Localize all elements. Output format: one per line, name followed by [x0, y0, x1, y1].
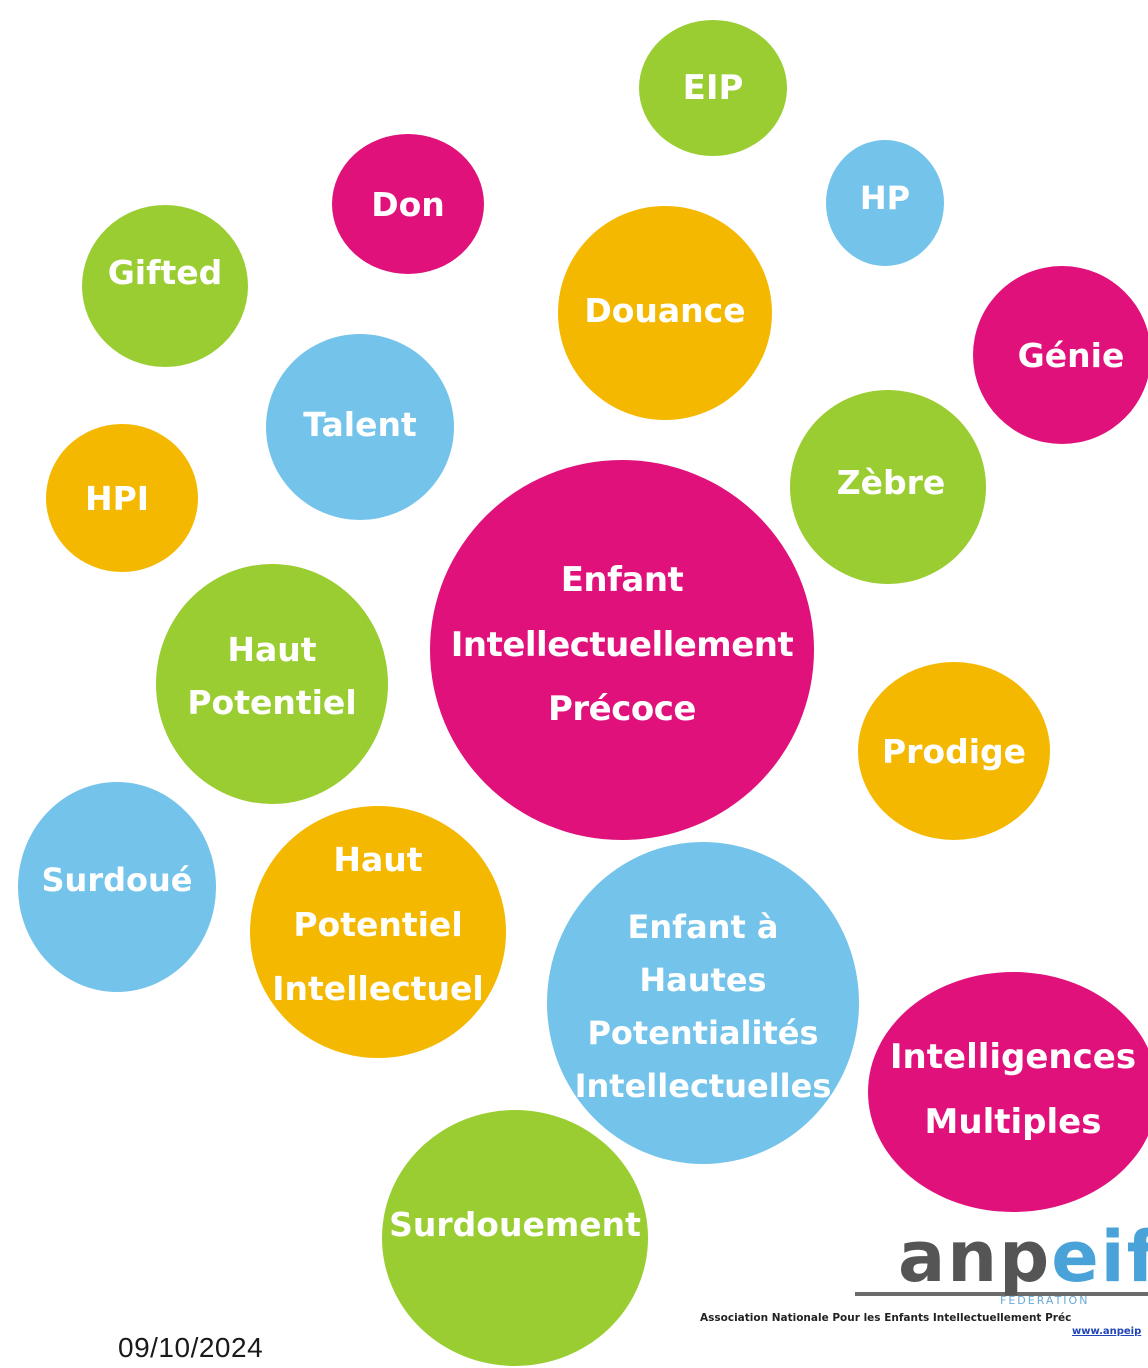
bubble-label: Talent — [303, 404, 417, 444]
bubble-talent: Talent — [266, 334, 454, 520]
bubble-haut-potentiel: Haut Potentiel — [156, 564, 388, 804]
bubble-haut-potentiel-intellectuel: Haut Potentiel Intellectuel — [250, 806, 506, 1058]
bubble-gifted: Gifted — [82, 205, 248, 367]
bubble-label: HPI — [84, 478, 150, 518]
logo-wordmark: anpeif — [898, 1222, 1148, 1292]
bubble-prodige: Prodige — [858, 662, 1050, 840]
bubble-label: Surdouement — [389, 1204, 641, 1244]
bubble-hpi: HPI — [46, 424, 198, 572]
bubble-don: Don — [332, 134, 484, 274]
bubble-eip: EIP — [639, 20, 787, 156]
logo-tagline: Association Nationale Pour les Enfants I… — [700, 1312, 1072, 1324]
bubble-label: Enfant Intellectuellement Précoce — [450, 560, 794, 730]
bubble-label: Enfant à Hautes Potentialités Intellectu… — [574, 907, 832, 1106]
logo-divider — [855, 1292, 1148, 1296]
bubble-label: Intelligences Multiples — [889, 1037, 1137, 1142]
bubble-zebre: Zèbre — [790, 390, 986, 584]
bubble-label: Haut Potentiel — [187, 630, 357, 722]
anpeip-logo: anpeif FEDERATION Association Nationale … — [700, 1222, 1148, 1340]
logo-word-part2: eif — [1051, 1216, 1148, 1298]
bubble-genie: Génie — [973, 266, 1148, 444]
bubble-label: Don — [371, 184, 445, 224]
bubble-intelligences-multiples: Intelligences Multiples — [868, 972, 1148, 1212]
bubble-hp: HP — [826, 140, 944, 266]
bubble-douance: Douance — [558, 206, 772, 420]
bubble-enfant-intellectuellement-precoce: Enfant Intellectuellement Précoce — [430, 460, 814, 840]
bubble-label: Haut Potentiel Intellectuel — [272, 840, 484, 1009]
bubble-label: Gifted — [107, 252, 223, 292]
logo-subtitle: FEDERATION — [1000, 1294, 1090, 1307]
bubble-label: Zèbre — [836, 462, 946, 502]
footer-date: 09/10/2024 — [118, 1332, 264, 1363]
bubble-label: Génie — [1017, 335, 1125, 375]
bubble-label: Prodige — [881, 731, 1027, 771]
bubble-label: Surdoué — [41, 861, 193, 899]
bubble-enfant-hautes-potentialites: Enfant à Hautes Potentialités Intellectu… — [547, 842, 859, 1164]
logo-word-part1: anp — [898, 1216, 1052, 1298]
bubble-label: Douance — [584, 290, 746, 330]
bubble-surdoue: Surdoué — [18, 782, 216, 992]
logo-url: www.anpeip — [1072, 1326, 1142, 1337]
bubble-label: EIP — [682, 68, 744, 108]
bubble-label: HP — [859, 179, 911, 217]
bubble-surdouement: Surdouement — [382, 1110, 648, 1366]
